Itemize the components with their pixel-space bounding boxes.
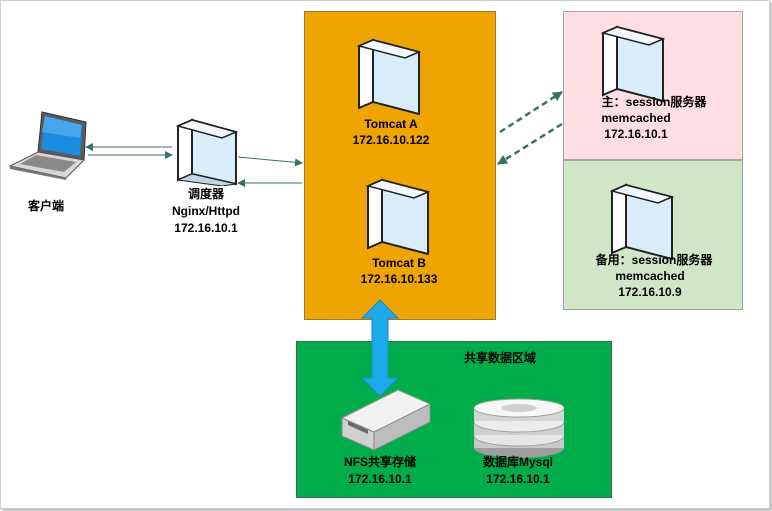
link-tomcat-to-session-master: [499, 90, 563, 134]
session-master-software: memcached: [601, 111, 671, 125]
laptop-icon: [8, 111, 87, 180]
session-backup-ip: 172.16.10.9: [618, 285, 682, 299]
server-icon: [357, 38, 421, 116]
session-backup-software: memcached: [615, 269, 685, 283]
session-master-title: 主：session服务器: [601, 95, 707, 109]
shared-area-title: 共享数据区域: [463, 351, 536, 365]
database-icon: [473, 398, 565, 458]
storage-drive-icon: [340, 389, 432, 451]
server-icon: [176, 118, 238, 186]
tomcat-b-ip: 172.16.10.133: [360, 272, 438, 286]
tomcat-b-name: Tomcat B: [372, 256, 426, 270]
server-icon: [366, 178, 430, 256]
database-ip: 172.16.10.1: [486, 472, 550, 486]
link-session-master-to-tomcat: [497, 122, 563, 166]
dispatcher-title: 调度器: [187, 187, 224, 201]
session-backup-title: 备用：session服务器: [595, 253, 713, 267]
nfs-double-arrow: [360, 299, 400, 397]
tomcat-a-name: Tomcat A: [364, 117, 418, 131]
server-icon: [610, 183, 674, 261]
dispatcher-software: Nginx/Httpd: [172, 204, 240, 218]
nfs-name: NFS共享存储: [343, 455, 416, 469]
dispatcher-ip: 172.16.10.1: [174, 221, 238, 235]
nfs-ip: 172.16.10.1: [348, 472, 412, 486]
client-label: 客户端: [28, 199, 65, 213]
server-icon: [601, 25, 665, 103]
link-dispatcher-to-tomcat: [237, 156, 303, 167]
session-master-ip: 172.16.10.1: [604, 127, 668, 141]
tomcat-a-ip: 172.16.10.122: [352, 133, 430, 147]
database-name: 数据库Mysql: [482, 455, 553, 469]
